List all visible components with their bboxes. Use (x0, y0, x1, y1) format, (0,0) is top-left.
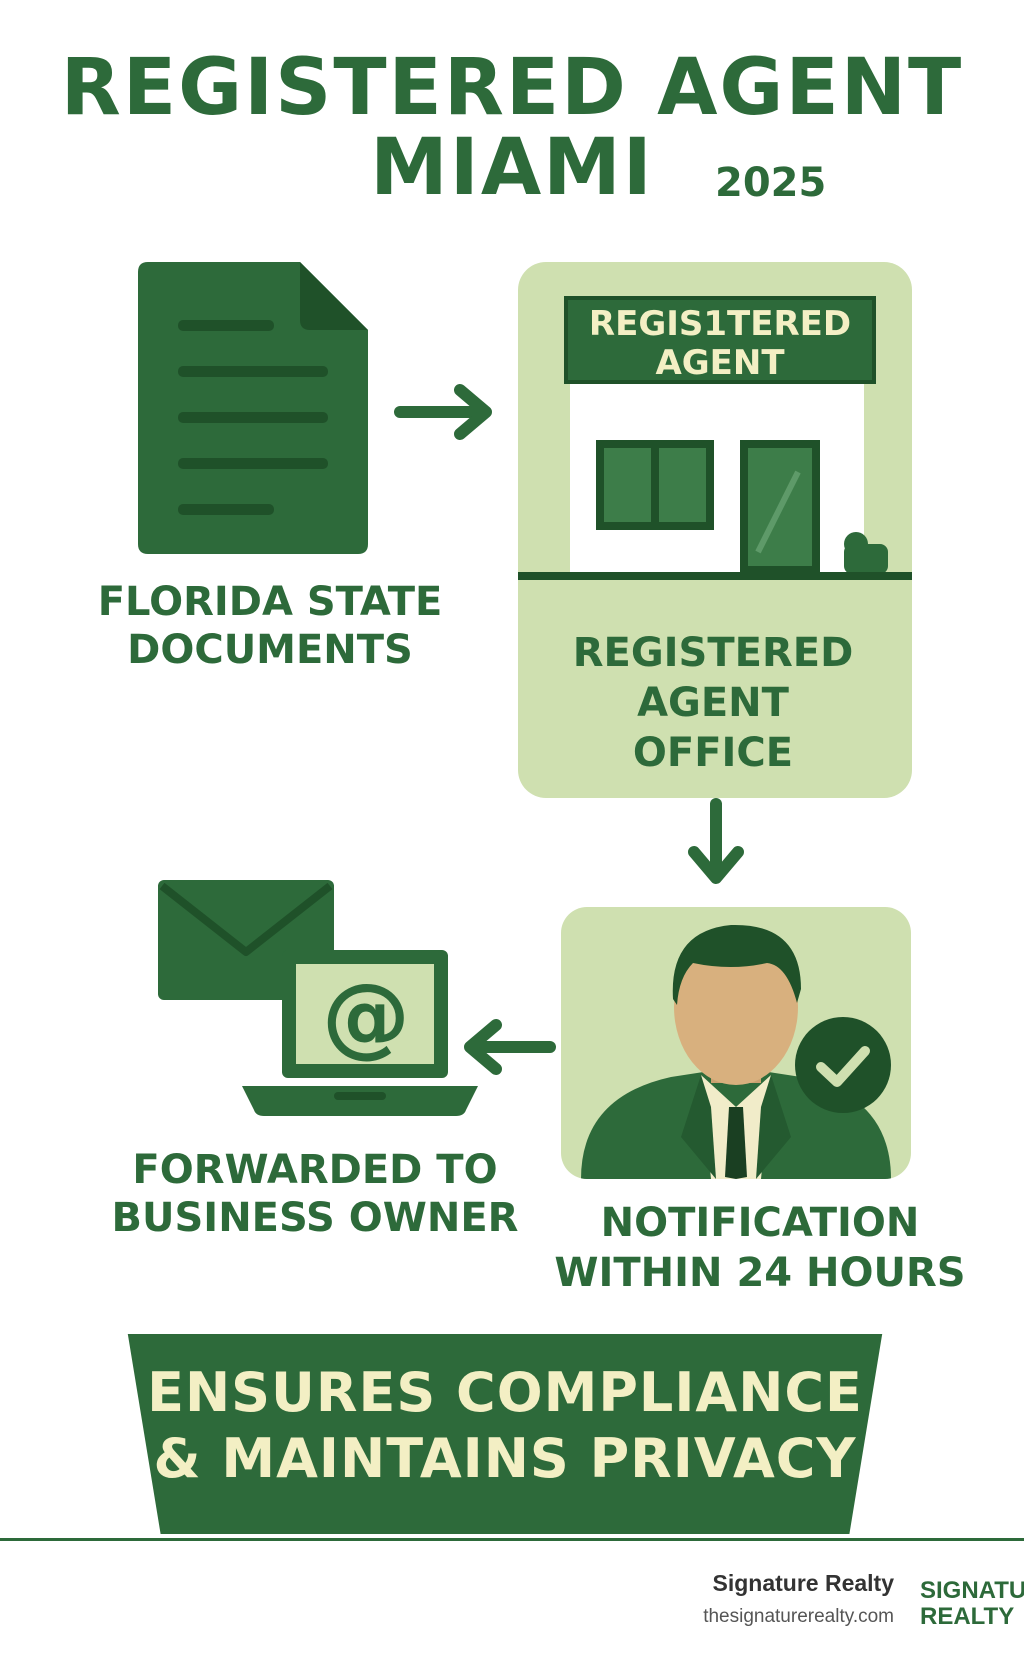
title-line-2: MIAMI (370, 123, 654, 213)
notification-caption: NOTIFICATION WITHIN 24 HOURS (540, 1198, 980, 1298)
documents-caption-line-2: DOCUMENTS (127, 627, 413, 673)
year-label: 2025 (715, 160, 827, 206)
footer-divider (0, 1538, 1024, 1541)
title-line-1: REGISTERED AGENT (60, 43, 964, 133)
footer-logo-line-1: SIGNATU (920, 1578, 1024, 1604)
banner-line-2: & MAINTAINS PRIVACY (153, 1427, 857, 1490)
at-symbol-icon: @ (322, 964, 410, 1067)
banner-line-1: ENSURES COMPLIANCE (147, 1361, 863, 1424)
page-title: REGISTERED AGENT MIAMI (0, 48, 1024, 208)
forwarded-caption-line-1: FORWARDED TO (132, 1147, 498, 1193)
checkmark-badge-icon (795, 1017, 891, 1113)
footer-logo: SIGNATU REALTY (920, 1578, 1024, 1630)
office-building-icon (518, 296, 912, 580)
footer-url: thesignaturerealty.com (703, 1606, 894, 1627)
forwarded-caption: FORWARDED TO BUSINESS OWNER (95, 1146, 535, 1242)
office-caption: REGISTERED AGENT OFFICE (518, 628, 908, 778)
office-caption-line-1: REGISTERED (572, 630, 854, 676)
email-symbol: @ (322, 964, 410, 1067)
office-sign: REGIS1TERED AGENT (589, 304, 851, 383)
forwarded-caption-line-2: BUSINESS OWNER (111, 1195, 519, 1241)
arrow-right-icon (394, 384, 492, 440)
office-sign-line-1: REGIS1TERED (589, 304, 851, 344)
documents-caption: FLORIDA STATE DOCUMENTS (70, 578, 470, 674)
office-caption-line-2: AGENT (637, 680, 789, 726)
arrow-down-icon (688, 798, 744, 884)
documents-caption-line-1: FLORIDA STATE (97, 579, 443, 625)
agent-person-card (561, 907, 911, 1179)
document-icon (138, 262, 368, 554)
office-sign-line-2: AGENT (655, 343, 785, 383)
notification-caption-line-1: NOTIFICATION (600, 1200, 920, 1246)
laptop-icon (242, 950, 478, 1116)
arrow-left-icon (464, 1019, 556, 1075)
banner-text: ENSURES COMPLIANCE & MAINTAINS PRIVACY (95, 1360, 915, 1492)
office-caption-line-3: OFFICE (632, 730, 794, 776)
footer-logo-line-2: REALTY (920, 1603, 1015, 1630)
compliance-banner (127, 1334, 883, 1534)
footer-brand-name: Signature Realty (712, 1570, 895, 1596)
notification-caption-line-2: WITHIN 24 HOURS (554, 1250, 966, 1296)
